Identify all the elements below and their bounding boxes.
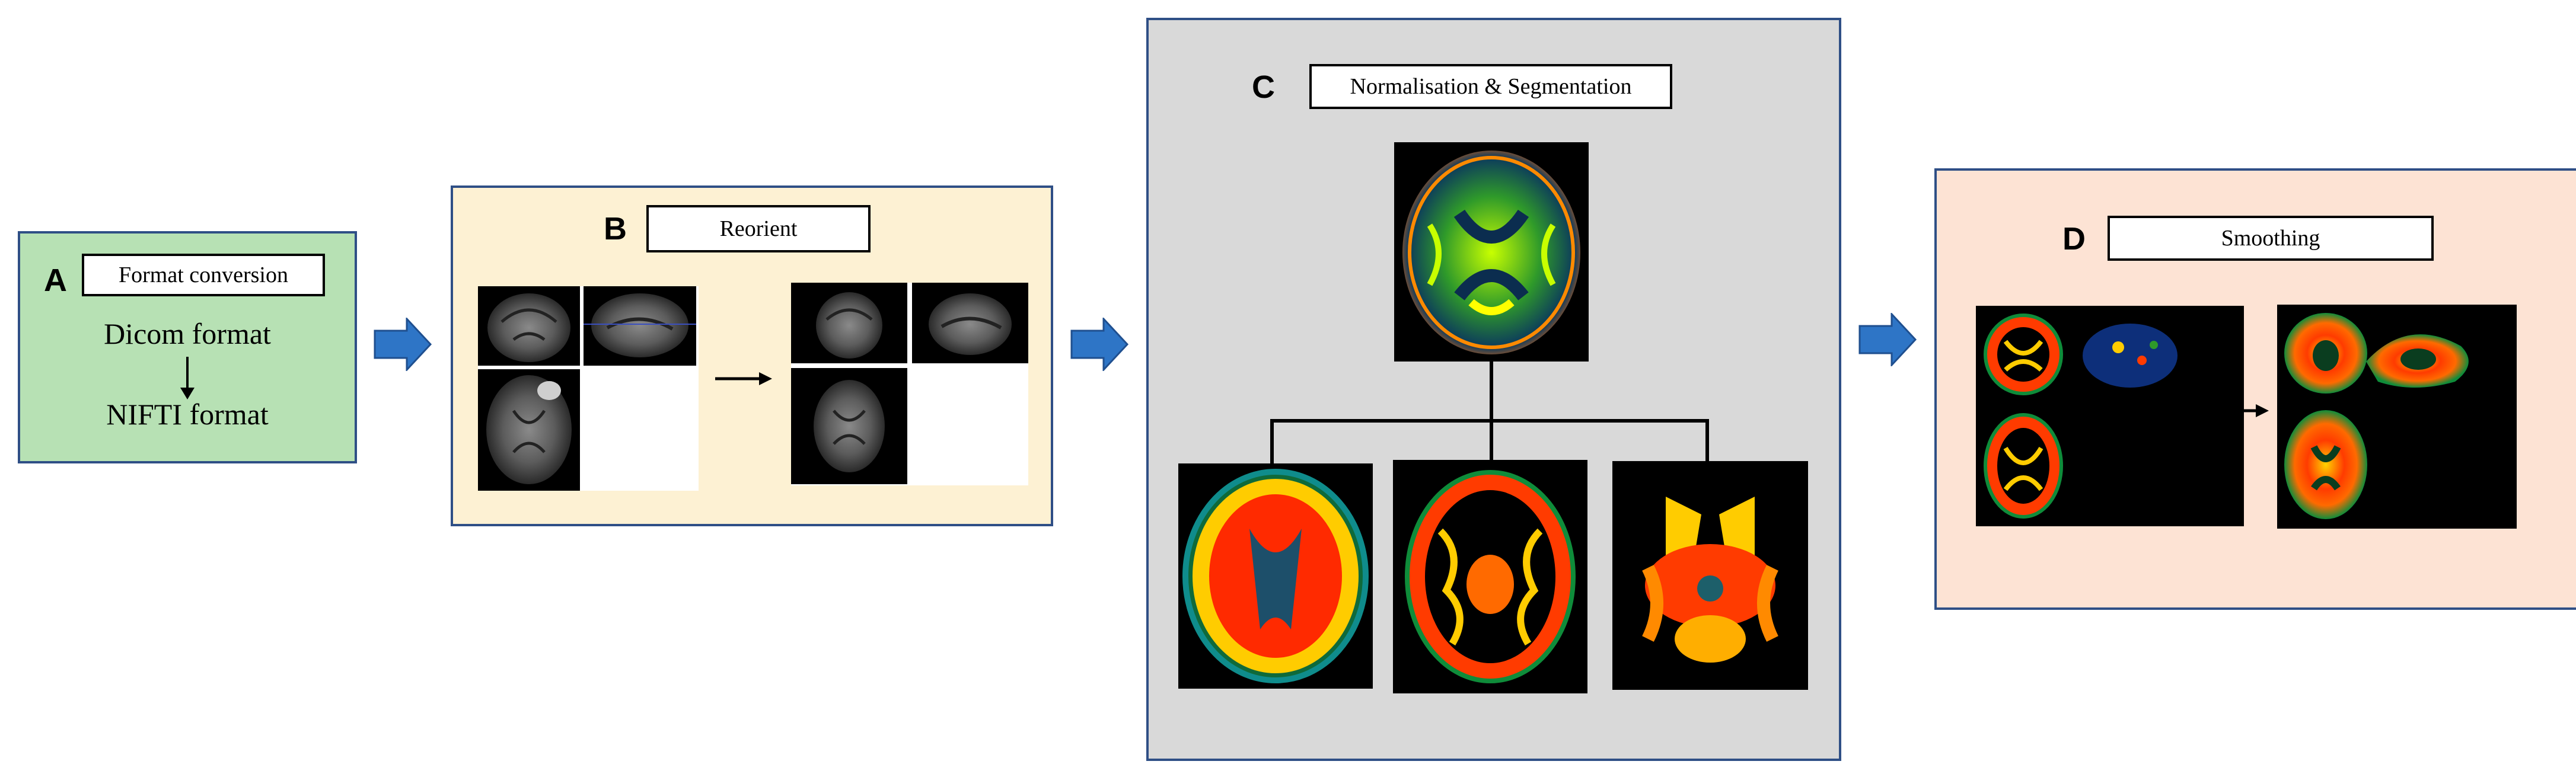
reorient-arrow bbox=[715, 372, 772, 385]
panel-letter: D bbox=[2062, 221, 2086, 257]
panel-format-conversion: A Format conversion Dicom format NIFTI f… bbox=[18, 231, 357, 463]
mri-axial-image bbox=[791, 368, 907, 484]
source-format-label: Dicom format bbox=[104, 317, 271, 350]
unsmoothed-images bbox=[1976, 306, 2244, 526]
panel-title: Reorient bbox=[646, 205, 871, 252]
normalised-brain-image bbox=[1394, 142, 1589, 362]
panel-normalisation-segmentation: C Normalisation & Segmentation bbox=[1146, 18, 1841, 761]
smoothed-images bbox=[2277, 305, 2517, 529]
original-mri-views bbox=[478, 286, 699, 491]
panel-letter: A bbox=[44, 263, 67, 298]
smoothing-arrow bbox=[2219, 404, 2269, 417]
mri-sagittal-image bbox=[912, 283, 1028, 363]
mri-axial-image bbox=[478, 369, 580, 491]
reoriented-mri-views bbox=[791, 283, 1028, 485]
panel-title: Normalisation & Segmentation bbox=[1309, 64, 1672, 109]
mri-coronal-image bbox=[478, 286, 580, 366]
flow-arrow bbox=[374, 318, 432, 371]
panel-title: Format conversion bbox=[82, 254, 325, 296]
mri-coronal-image bbox=[791, 283, 907, 363]
panel-title: Smoothing bbox=[2108, 216, 2434, 261]
panel-letter: B bbox=[604, 211, 627, 247]
csf-map bbox=[1612, 461, 1808, 690]
target-format-label: NIFTI format bbox=[106, 398, 269, 431]
white-matter-map bbox=[1178, 463, 1373, 689]
panel-smoothing: D Smoothing bbox=[1934, 168, 2576, 610]
conversion-arrow bbox=[180, 357, 195, 399]
mri-sagittal-image bbox=[584, 286, 696, 366]
flow-arrow bbox=[1858, 313, 1917, 366]
panel-letter: C bbox=[1252, 69, 1275, 105]
grey-matter-map bbox=[1393, 460, 1587, 693]
flow-arrow bbox=[1070, 318, 1129, 371]
panel-reorient: B Reorient bbox=[451, 185, 1053, 526]
